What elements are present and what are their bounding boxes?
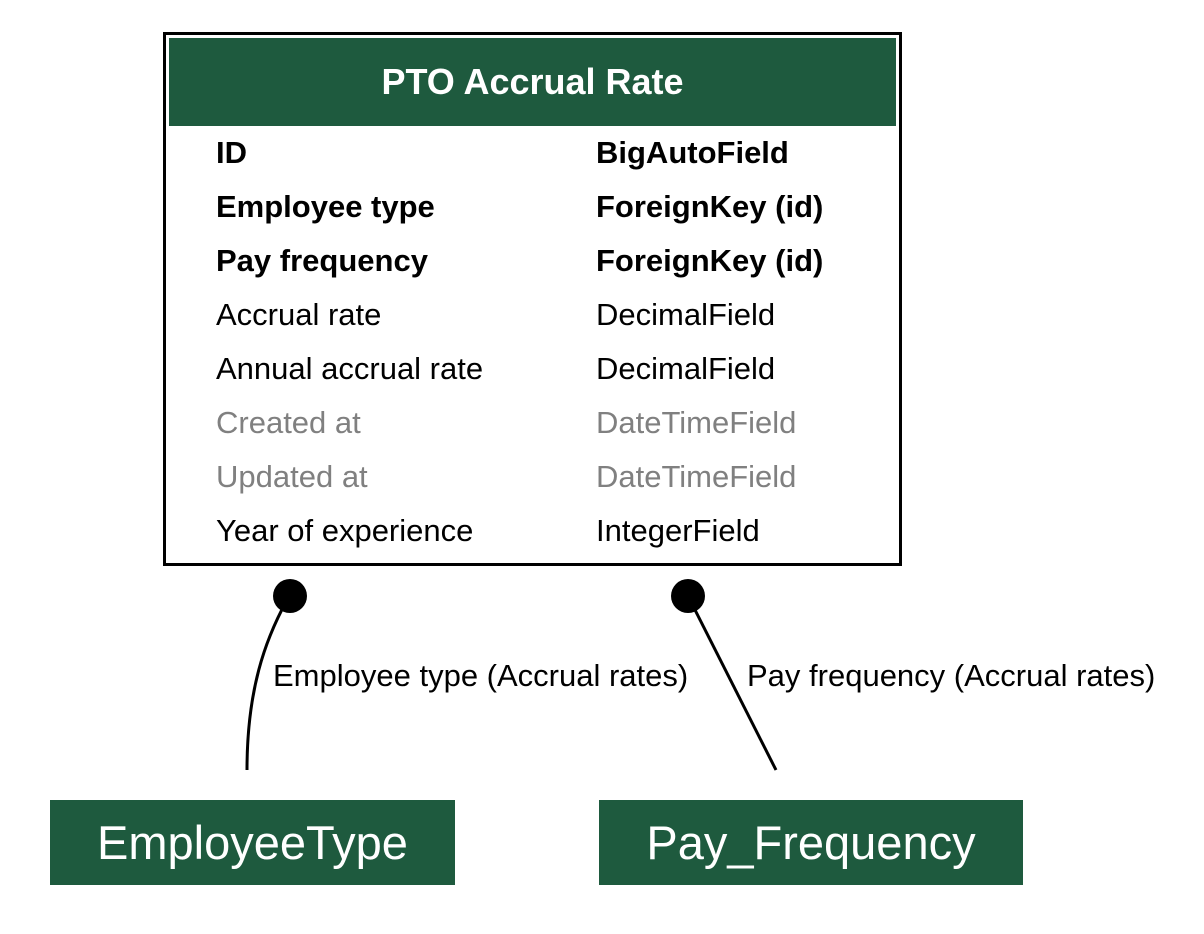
field-name: Updated at — [216, 459, 368, 494]
field-row-annual-accrual-rate: Annual accrual rate DecimalField — [216, 349, 896, 389]
field-name: ID — [216, 135, 247, 170]
field-row-year-of-experience: Year of experience IntegerField — [216, 511, 896, 551]
field-type: DateTimeField — [596, 459, 797, 494]
field-type: DecimalField — [596, 297, 776, 332]
edge-label-employee-type: Employee type (Accrual rates) — [273, 658, 689, 693]
field-name: Employee type — [216, 189, 435, 224]
field-type: ForeignKey (id) — [596, 189, 824, 224]
entity-pto-accrual-rate[interactable]: PTO Accrual Rate ID BigAutoField Employe… — [163, 32, 902, 566]
field-type: DateTimeField — [596, 405, 797, 440]
field-row-pay-frequency: Pay frequency ForeignKey (id) — [216, 241, 896, 281]
field-name: Accrual rate — [216, 297, 382, 332]
entity-pay-frequency[interactable]: Pay_Frequency — [599, 800, 1023, 885]
edge-employee-type-dot — [273, 579, 307, 613]
field-row-accrual-rate: Accrual rate DecimalField — [216, 295, 896, 335]
field-row-employee-type: Employee type ForeignKey (id) — [216, 187, 896, 227]
field-row-id: ID BigAutoField — [216, 133, 896, 173]
field-type: IntegerField — [596, 513, 760, 548]
field-row-updated-at: Updated at DateTimeField — [216, 457, 896, 497]
field-name: Pay frequency — [216, 243, 428, 278]
field-type: DecimalField — [596, 351, 776, 386]
edge-pay-frequency-dot — [671, 579, 705, 613]
field-type: BigAutoField — [596, 135, 789, 170]
field-type: ForeignKey (id) — [596, 243, 824, 278]
field-row-created-at: Created at DateTimeField — [216, 403, 896, 443]
field-name: Year of experience — [216, 513, 474, 548]
field-name: Annual accrual rate — [216, 351, 484, 386]
field-name: Created at — [216, 405, 361, 440]
entity-employee-type[interactable]: EmployeeType — [50, 800, 455, 885]
entity-title: PTO Accrual Rate — [169, 38, 896, 126]
edge-label-pay-frequency: Pay frequency (Accrual rates) — [747, 658, 1156, 693]
